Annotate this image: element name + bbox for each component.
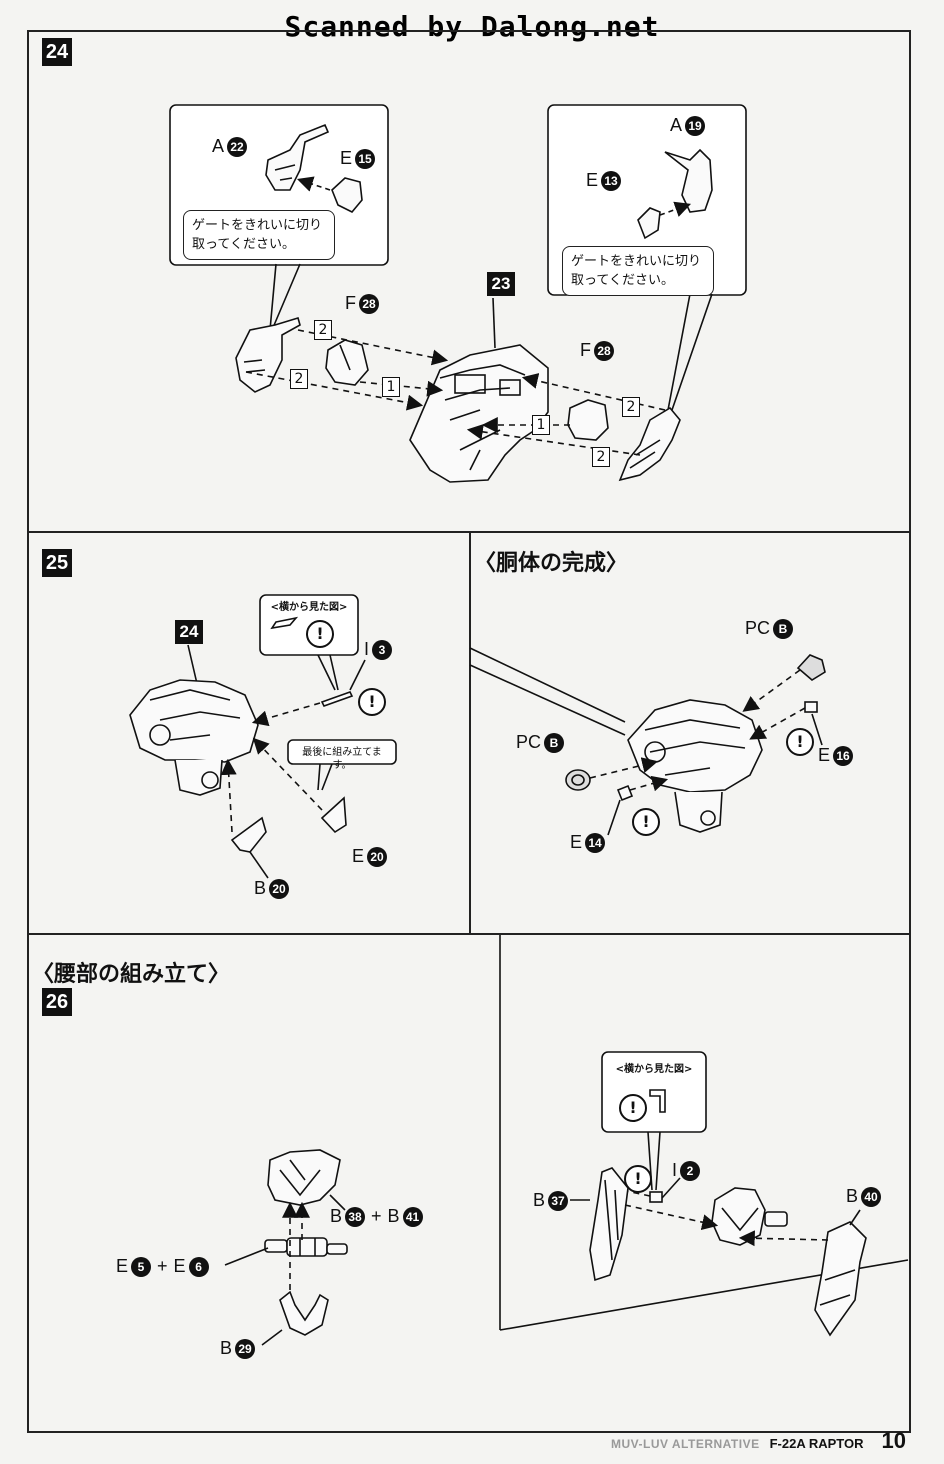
gate-note-right: ゲートをきれいに切り取ってください。	[562, 246, 714, 296]
torso-complete-title: 〈胴体の完成〉	[474, 551, 629, 576]
side-view-label-25: <横から見た図>	[270, 602, 348, 613]
order-mark: 2	[290, 369, 308, 389]
page-number: 10	[881, 1428, 906, 1453]
order-mark: 2	[314, 320, 332, 340]
caution-icon: !	[619, 1094, 647, 1122]
substep-number-24: 24	[175, 620, 203, 644]
footer-model: F-22A RAPTOR	[769, 1436, 864, 1451]
last-assemble-note: 最後に組み立てます。	[302, 747, 382, 771]
gate-note-left: ゲートをきれいに切り取ってください。	[183, 210, 335, 260]
substep-number-23: 23	[487, 272, 515, 296]
order-mark: 1	[532, 415, 550, 435]
caution-icon: !	[786, 728, 814, 756]
scanner-watermark: Scanned by Dalong.net	[284, 10, 660, 43]
waist-assembly-title: 〈腰部の組み立て〉	[32, 962, 231, 987]
order-mark: 2	[622, 397, 640, 417]
caution-icon: !	[358, 688, 386, 716]
panel-step-26	[27, 933, 911, 1433]
caution-icon: !	[632, 808, 660, 836]
step-number-24: 24	[42, 38, 72, 66]
order-mark: 2	[592, 447, 610, 467]
page-footer: MUV-LUV ALTERNATIVE F-22A RAPTOR 10	[611, 1428, 906, 1454]
caution-icon: !	[624, 1165, 652, 1193]
footer-series: MUV-LUV ALTERNATIVE	[611, 1437, 760, 1451]
side-view-label-26: <横から見た図>	[615, 1064, 693, 1075]
step-number-26: 26	[42, 988, 72, 1016]
order-mark: 1	[382, 377, 400, 397]
step-number-25: 25	[42, 549, 72, 577]
last-assemble-callout	[287, 739, 397, 765]
caution-icon: !	[306, 620, 334, 648]
